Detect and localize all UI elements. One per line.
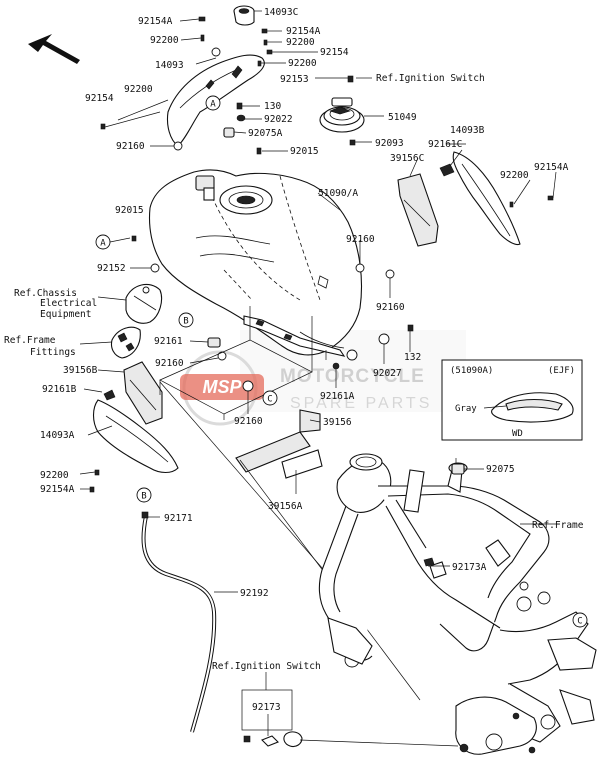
pad-39156C	[397, 173, 439, 247]
label-92152: 92152	[97, 263, 126, 274]
callout-C-right: C	[572, 612, 588, 628]
label-92173A: 92173A	[452, 562, 487, 573]
label-ref-ignition-top: Ref.Ignition Switch	[376, 73, 485, 84]
label-92160-5: 92160	[234, 416, 263, 427]
svg-text:B: B	[183, 317, 188, 327]
label-92200-4: 92200	[124, 84, 153, 95]
label-51090A: 51090/A	[318, 188, 358, 199]
label-92200-5: 92200	[500, 170, 529, 181]
small-parts-right	[131, 235, 414, 392]
pad-39156B	[123, 361, 163, 425]
svg-text:A: A	[210, 100, 216, 110]
callout-A-left: A	[95, 234, 111, 250]
label-ref-chassis-3: Equipment	[40, 309, 91, 320]
label-92160-4: 92160	[155, 358, 184, 369]
label-92192: 92192	[240, 588, 269, 599]
label-ref-ignition-bottom: Ref.Ignition Switch	[212, 661, 321, 672]
label-92160-1: 92160	[116, 141, 145, 152]
inset-caption: WD	[512, 429, 523, 439]
label-92160-2: 92160	[346, 234, 375, 245]
label-92154-1: 92154	[320, 47, 349, 58]
callout-A-top: A	[205, 95, 221, 111]
label-92015-1: 92015	[290, 146, 319, 157]
label-39156C: 39156C	[390, 153, 424, 164]
watermark-sub: SPARE PARTS	[290, 395, 432, 412]
inset-color-label: Gray	[455, 404, 477, 414]
label-92027: 92027	[373, 368, 402, 379]
svg-text:C: C	[577, 617, 582, 627]
electrical-bracket-left	[110, 283, 163, 359]
label-ref-frame: Ref.Frame	[532, 520, 584, 531]
label-130: 130	[264, 101, 281, 112]
label-92075: 92075	[486, 464, 515, 475]
label-92173: 92173	[252, 702, 281, 713]
part-labels: 14093C 92154A 92154A 92200 92200 92154 1…	[4, 7, 584, 713]
label-51049: 51049	[388, 112, 417, 123]
callout-B-mid: B	[178, 312, 194, 328]
leader-lines	[79, 10, 560, 736]
label-ref-chassis-2: Electrical	[40, 298, 97, 309]
label-92161: 92161	[154, 336, 183, 347]
svg-text:A: A	[100, 239, 106, 249]
watermark-brand: MOTORCYCLE	[280, 366, 425, 387]
label-92171: 92171	[164, 513, 193, 524]
watermark: MSP MOTORCYCLE SPARE PARTS	[180, 330, 466, 426]
label-92161B: 92161B	[42, 384, 77, 395]
label-92161C: 92161C	[428, 139, 462, 150]
label-14093C: 14093C	[264, 7, 298, 18]
label-39156A: 39156A	[268, 501, 303, 512]
label-92200-6: 92200	[40, 470, 69, 481]
label-92154-2: 92154	[85, 93, 114, 104]
fuel-cap-51049	[319, 97, 365, 133]
watermark-logo: MSP	[202, 377, 242, 397]
inset-region: (EJF)	[548, 366, 575, 376]
label-92022: 92022	[264, 114, 293, 125]
pads-39156-39156A	[235, 409, 323, 479]
frame	[318, 453, 597, 755]
grommet-92075	[451, 463, 465, 475]
label-39156: 39156	[323, 417, 352, 428]
hose-92192	[141, 511, 217, 733]
label-92075A: 92075A	[248, 128, 283, 139]
label-92200-1: 92200	[150, 35, 179, 46]
label-92154A-2: 92154A	[286, 26, 321, 37]
label-92160-3: 92160	[376, 302, 405, 313]
svg-text:B: B	[141, 492, 146, 502]
label-92153: 92153	[280, 74, 309, 85]
label-92161A: 92161A	[320, 391, 355, 402]
cap-14093C	[233, 5, 255, 26]
fuel-tank-51090A	[148, 169, 362, 370]
arrow-up-left-icon	[28, 34, 80, 64]
label-92154A-1: 92154A	[138, 16, 173, 27]
label-92154A-3: 92154A	[534, 162, 569, 173]
inset-code: (51090A)	[450, 366, 493, 376]
ignition-switch-bracket	[241, 689, 459, 748]
variant-inset-box: (51090A) (EJF) Gray WD	[441, 359, 583, 441]
label-39156B: 39156B	[63, 365, 98, 376]
callout-B-bottom: B	[136, 487, 152, 503]
svg-text:C: C	[267, 395, 272, 405]
side-cover-14093A	[89, 389, 179, 493]
label-92015-2: 92015	[115, 205, 144, 216]
label-14093: 14093	[155, 60, 184, 71]
label-92093: 92093	[375, 138, 404, 149]
label-92200-3: 92200	[288, 58, 317, 69]
label-14093B: 14093B	[450, 125, 485, 136]
side-cover-14093B	[439, 151, 554, 246]
label-132: 132	[404, 352, 421, 363]
label-ref-chassis-1: Ref.Chassis	[14, 288, 77, 299]
label-14093A: 14093A	[40, 430, 75, 441]
label-92200-2: 92200	[286, 37, 315, 48]
label-ref-frame-fittings-2: Fittings	[30, 347, 76, 358]
callout-C-mid: C	[262, 390, 278, 406]
label-ref-frame-fittings-1: Ref.Frame	[4, 335, 56, 346]
label-92154A-4: 92154A	[40, 484, 75, 495]
